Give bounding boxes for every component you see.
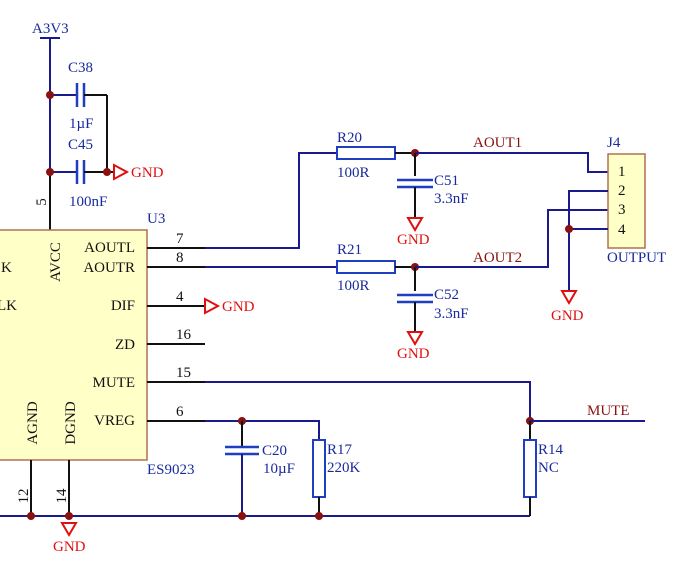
r20-ref: R20 — [337, 130, 362, 146]
gnd-label-j4: GND — [551, 308, 584, 324]
gnd-icon-c51 — [406, 217, 424, 232]
net-label-mute: MUTE — [587, 403, 630, 419]
connector-name: OUTPUT — [607, 250, 666, 266]
pin-number-aoutl: 7 — [176, 231, 184, 247]
connector-pin-2: 2 — [618, 183, 626, 199]
gnd-label-top: GND — [131, 165, 164, 181]
connector-body — [607, 153, 646, 249]
mute-wire — [205, 381, 531, 421]
gnd-icon-j4 — [560, 290, 578, 305]
c52-value: 3.3nF — [434, 306, 469, 322]
pin-number-aoutr: 8 — [176, 250, 184, 266]
junction-r17-gnd — [315, 512, 323, 520]
gnd-label-dif: GND — [222, 299, 255, 315]
aoutl-wire — [205, 152, 337, 249]
junction-j4-gnd — [565, 225, 573, 233]
pin-name-aoutr: AOUTR — [83, 260, 135, 276]
pin-name-agnd: AGND — [25, 401, 41, 444]
ic-left-pin-partial-1: K — [1, 260, 12, 276]
r14-value: NC — [538, 460, 559, 476]
gnd-icon-c52 — [406, 331, 424, 346]
pin-number-mute: 15 — [176, 365, 191, 381]
pin-number-vreg: 6 — [176, 404, 184, 420]
c51-ref: C51 — [434, 173, 459, 189]
gnd-icon-bottom — [60, 522, 78, 537]
pin-name-vreg: VREG — [94, 413, 135, 429]
net-label-aout1: AOUT1 — [473, 135, 522, 151]
junction-agnd — [27, 512, 35, 520]
connector-ref: J4 — [607, 135, 621, 151]
pin-number-agnd: 12 — [16, 489, 32, 504]
pin-number-avcc: 5 — [34, 198, 50, 206]
junction-c38 — [46, 91, 54, 99]
aout2-wire — [415, 209, 608, 268]
j4-pin2-gnd-wire — [568, 190, 608, 291]
pin-name-avcc: AVCC — [48, 242, 64, 282]
c20-value: 10µF — [263, 461, 295, 477]
gnd-label-bottom: GND — [53, 539, 86, 555]
pin-name-dif: DIF — [111, 298, 135, 314]
c45-value: 100nF — [69, 194, 107, 210]
ic-ref: U3 — [147, 211, 165, 227]
gnd-label-c52: GND — [397, 346, 430, 362]
junction-gnd-top — [103, 168, 111, 176]
gnd-icon-top — [113, 163, 130, 181]
r14-ref: R14 — [538, 442, 564, 458]
gnd-icon-dif — [204, 297, 221, 315]
power-net-label: A3V3 — [32, 21, 69, 37]
c38-ref: C38 — [68, 60, 93, 76]
r14-body — [523, 439, 537, 498]
pin-name-mute: MUTE — [93, 375, 136, 391]
connector-pin-3: 3 — [618, 202, 626, 218]
junction-c20-gnd — [238, 512, 246, 520]
c51-value: 3.3nF — [434, 191, 469, 207]
connector-pin-4: 4 — [618, 222, 626, 238]
r20-body — [336, 146, 396, 160]
pin-number-dgnd: 14 — [54, 488, 70, 504]
c38-value: 1µF — [69, 116, 94, 132]
ic-body — [0, 229, 148, 461]
ic-left-pin-partial-2: LK — [0, 298, 17, 314]
r17-body — [312, 439, 326, 498]
r21-body — [336, 260, 396, 274]
aout1-wire — [415, 152, 608, 173]
r17-ref: R17 — [327, 442, 353, 458]
ic-part: ES9023 — [147, 462, 195, 478]
r20-value: 100R — [337, 165, 370, 181]
connector-pin-1: 1 — [618, 164, 626, 180]
gnd-label-c51: GND — [397, 232, 430, 248]
c20-ref: C20 — [262, 443, 287, 459]
junction-dgnd — [65, 512, 73, 520]
r21-ref: R21 — [337, 242, 362, 258]
pin-name-zd: ZD — [115, 337, 135, 353]
c52-ref: C52 — [434, 287, 459, 303]
pin-name-aoutl: AOUTL — [84, 240, 135, 256]
r21-value: 100R — [337, 278, 370, 294]
junction-c45 — [46, 168, 54, 176]
vreg-wire — [205, 420, 320, 440]
pin-number-dif: 4 — [176, 289, 184, 305]
net-label-aout2: AOUT2 — [473, 250, 522, 266]
c45-ref: C45 — [68, 137, 93, 153]
pin-number-zd: 16 — [176, 327, 192, 343]
pin-name-dgnd: DGND — [63, 401, 79, 444]
r17-value: 220K — [327, 460, 361, 476]
